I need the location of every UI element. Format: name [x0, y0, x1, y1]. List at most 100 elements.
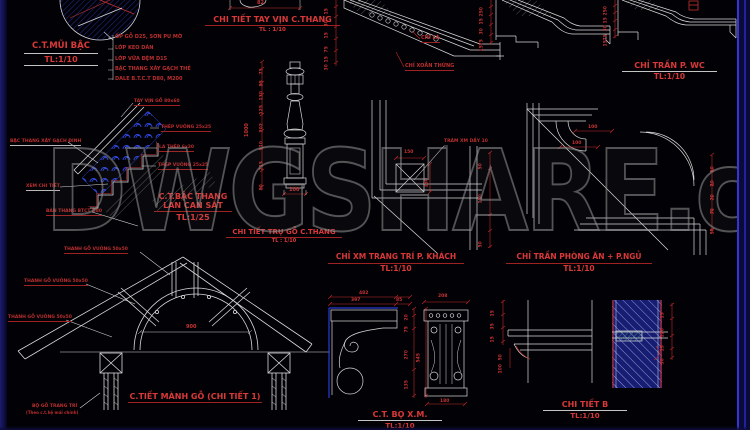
title-tru-go: CHI TIẾT TRỤ GỖ C.THANG TL : 1/10 — [226, 228, 342, 245]
dim-post-seg-2: 85 — [259, 80, 265, 87]
title-tran-an: CHỈ TRẦN PHÒNG ĂN + P.NGỦ TL:1/10 — [506, 252, 652, 273]
bottom-edge-strip — [0, 426, 750, 430]
dim-console-s2: 75 — [404, 326, 410, 333]
dim-b-r4: 30 — [660, 358, 666, 365]
dim-post-seg-3: 130 — [259, 91, 265, 101]
dim-console-w2: 85 — [396, 298, 403, 303]
dim-b-l5: 100 — [498, 364, 504, 374]
dim-molding-2: 30 — [324, 20, 330, 27]
title-tran-wc-text: CHỈ TRẦN P. WC — [622, 61, 717, 73]
label-thanh-go-3: THANH GỖ VUÔNG 50x50 — [8, 315, 72, 322]
step-nose-circle-detail — [59, 0, 141, 41]
dim-wcl-2: 15 — [479, 18, 485, 25]
dim-console-s4: 135 — [404, 380, 410, 390]
dim-wcr-3: 30 — [603, 25, 609, 32]
dim-wcr-2: 15 — [603, 17, 609, 24]
label-thanh-go-2: THANH GỖ VUÔNG 50x50 — [24, 279, 88, 286]
dim-b-l1: 15 — [490, 310, 496, 317]
title-bac-thang-line2: LAN CAN SẮT — [154, 201, 232, 213]
dim-khach-v: 150 — [424, 178, 430, 188]
dim-khach-s1: 50 — [478, 163, 484, 170]
callout-gach-the: BẬC THANG XÂY GẠCH THẺ — [115, 66, 191, 72]
console-detail — [327, 294, 471, 407]
dim-b-r1: 15 — [660, 312, 666, 319]
dim-post-total: 1000 — [244, 123, 250, 137]
dim-post-width: 100 — [289, 187, 300, 193]
title-tran-an-text: CHỈ TRẦN PHÒNG ĂN + P.NGỦ — [506, 252, 652, 264]
label-chi-la: CHỈ LÁ — [421, 35, 440, 44]
dim-post-seg-4: 125 — [259, 105, 265, 115]
dim-console-front-w: 208 — [438, 294, 448, 299]
label-bo-go-note: (Theo c.t.hệ mái chính) — [26, 410, 79, 415]
title-tru-go-scale: TL : 1/10 — [271, 238, 297, 245]
title-chi-tiet-b-text: CHI TIẾT B — [543, 400, 627, 412]
callout-vua-dem: LỚP VỮA ĐỆM D15 — [115, 56, 168, 62]
dim-molding-1: 15 — [324, 8, 330, 15]
label-chi-xoan-thung: CHỈ XOẮN THỪNG — [405, 63, 455, 72]
label-bac-thang-xay: BẬC THANG XÂY GẠCH ĐINH — [10, 139, 82, 146]
callout-op-go: ỐP GỖ D25, SƠN PU MỜ — [115, 34, 183, 40]
dim-post-seg-1: 75 — [259, 68, 265, 75]
dim-an-s3: 20 — [710, 194, 716, 201]
label-thanh-go-1: THANH GỖ VUÔNG 50x50 — [64, 247, 128, 254]
title-tru-go-text: CHI TIẾT TRỤ GỖ C.THANG — [226, 228, 342, 239]
dim-molding-5: 15 — [324, 56, 330, 63]
dim-handrail-width: 82 — [257, 0, 264, 6]
title-chi-tiet-b: CHI TIẾT B TL:1/10 — [543, 400, 627, 420]
dim-an-s4: 30 — [710, 208, 716, 215]
handrail-section — [227, 0, 303, 11]
label-tay-vin-go: TAY VỊN GỖ 80x60 — [134, 99, 180, 106]
label-xem-chi-tiet: XEM CHI TIẾT — [26, 184, 60, 191]
callout-dale: DALE B.T.C.T D80, M200 — [115, 76, 183, 82]
dim-molding-6: 30 — [324, 64, 330, 71]
dim-an-s2: 20 — [710, 180, 716, 187]
wood-truss-detail — [17, 251, 330, 410]
title-bac-thang-scale: TL:1/25 — [176, 213, 210, 223]
dim-an-1: 100 — [588, 125, 598, 130]
title-bac-thang-line1: C.T.BẬC THANG — [158, 192, 228, 201]
dim-arch: 900 — [186, 324, 197, 330]
dim-post-seg-5: 202 — [259, 123, 265, 133]
detail-b — [500, 299, 675, 388]
title-chi-tiet-b-scale: TL:1/10 — [570, 412, 600, 421]
dim-console-front-base: 180 — [440, 399, 450, 404]
dim-b-r2: 120 — [660, 328, 666, 338]
dining-ceiling-corner — [526, 103, 715, 255]
dim-post-seg-6: 110 — [259, 141, 265, 151]
newel-post-detail — [259, 59, 309, 197]
stair-molding-profile — [333, 0, 504, 68]
rope-dentil-band — [369, 12, 439, 42]
callout-ladder — [108, 35, 114, 80]
title-mui-bac-scale: TL:1/10 — [24, 55, 98, 66]
title-tran-wc-scale: TL:1/10 — [653, 72, 686, 82]
left-edge-strip — [0, 0, 7, 430]
title-mui-bac: C.T.MŨI BẬC TL:1/10 — [24, 41, 98, 66]
title-tay-vin: CHI TIẾT TAY VỊN C.THANG TL : 1/10 — [205, 15, 340, 34]
dim-console-total-w: 482 — [359, 291, 369, 296]
living-room-ceiling-corner — [371, 100, 493, 255]
dim-an-2: 100 — [572, 141, 582, 146]
dim-wcl-3: 30 — [479, 28, 485, 35]
dim-molding-4: 75 — [324, 46, 330, 53]
dim-molding-3: 15 — [324, 32, 330, 39]
dim-khach-h: 150 — [404, 150, 414, 155]
right-edge-line — [737, 0, 739, 430]
title-bo-xm-text: C.T. BỌ X.M. — [358, 410, 442, 422]
corner-mark — [688, 0, 699, 11]
title-mui-bac-text: C.T.MŨI BẬC — [24, 41, 98, 54]
title-manh-go-text: C.TIẾT MÀNH GỖ (CHI TIẾT 1) — [128, 392, 262, 404]
dim-post-seg-8: 80 — [259, 184, 265, 191]
label-bo-go: BỘ GỖ TRANG TRÍ — [32, 404, 78, 409]
title-tay-vin-text: CHI TIẾT TAY VỊN C.THANG — [205, 15, 340, 27]
dim-khach-s3: 50 — [478, 241, 484, 248]
dim-console-s3: 270 — [404, 350, 410, 360]
title-tran-an-scale: TL:1/10 — [563, 263, 595, 273]
dim-console-s1: 20 — [404, 314, 410, 321]
dim-wcl-1: 250 — [479, 7, 485, 17]
dim-khach-s2: 150 — [478, 194, 484, 204]
label-ban-thang: BẢN THANG BTCT D80 — [46, 209, 103, 216]
title-tay-vin-scale: TL : 1/10 — [259, 27, 286, 34]
dim-an-s5: 50 — [710, 228, 716, 235]
dim-post-seg-7: 215 — [259, 161, 265, 171]
